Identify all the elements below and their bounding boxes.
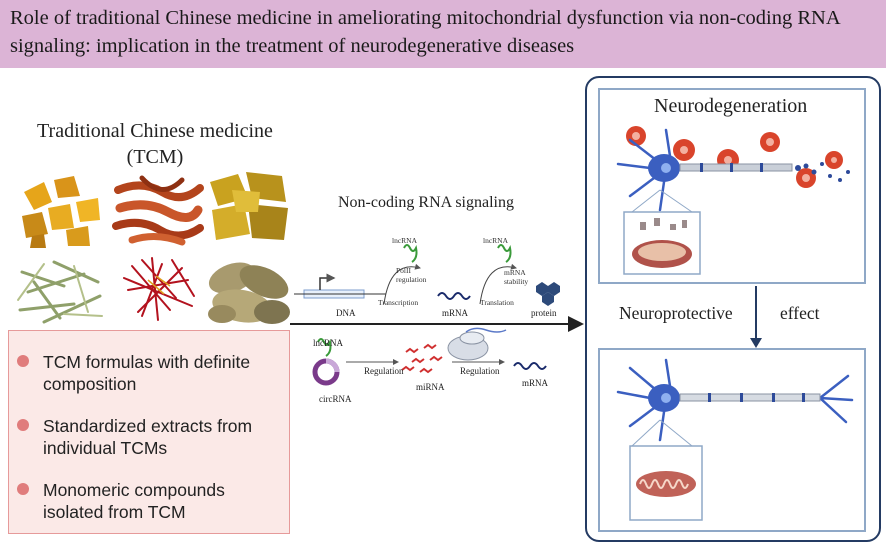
label-dna: DNA	[336, 308, 356, 318]
bullet-dot-icon	[17, 355, 29, 367]
healthy-mitochondrion-icon	[636, 471, 696, 497]
herb-image-red-roots	[112, 175, 204, 246]
label-mrna-stability-2: stability	[504, 277, 529, 286]
herb-image-yellow-slices	[22, 176, 100, 248]
lncrna-squiggle-icon	[497, 244, 512, 263]
label-regulation-2: Regulation	[460, 366, 500, 376]
tcm-heading-line-1: Traditional Chinese medicine	[37, 120, 273, 142]
herb-image-golden-slices	[210, 172, 288, 240]
neuroprotective-label: Neuroprotective	[619, 303, 733, 323]
tcm-category-item: Standardized extracts from individual TC…	[17, 415, 282, 459]
label-lncrna-2: lncRNA	[483, 236, 508, 245]
label-circrna: circRNA	[319, 394, 352, 404]
protein-cluster-icon	[536, 282, 560, 306]
label-mrna: mRNA	[442, 308, 469, 318]
neuron-comparison-frame	[585, 76, 881, 542]
herb-image-green-leaves	[17, 260, 103, 324]
tcm-category-item: TCM formulas with definite composition	[17, 351, 282, 395]
label-regulation-1: Regulation	[364, 366, 404, 376]
label-transcription: Transcription	[378, 298, 419, 307]
tcm-category-text: Monomeric compounds isolated from TCM	[43, 480, 225, 522]
ncrna-heading: Non-coding RNA signaling	[338, 194, 514, 211]
lncrna-squiggle-icon	[317, 338, 332, 357]
herb-image-saffron	[123, 257, 195, 321]
healthy-neuron-illustration	[616, 358, 854, 521]
label-translation: Translation	[480, 298, 514, 307]
tcm-category-box: TCM formulas with definite composition S…	[8, 330, 290, 534]
figure-title: Role of traditional Chinese medicine in …	[10, 7, 840, 57]
tcm-category-text: TCM formulas with definite composition	[43, 352, 251, 394]
tcm-category-item: Monomeric compounds isolated from TCM	[17, 479, 282, 523]
tcm-heading: Traditional Chinese medicine (TCM)	[20, 118, 290, 170]
label-lncrna-3: lncRNA	[313, 338, 343, 348]
neuroprotection-arrow-icon	[750, 286, 762, 348]
healthy-neuron-panel	[598, 348, 866, 532]
tcm-category-text: Standardized extracts from individual TC…	[43, 416, 253, 458]
tcm-heading-line-2: (TCM)	[126, 146, 184, 168]
label-polii-regulation: regulation	[396, 275, 427, 284]
label-mirna: miRNA	[416, 382, 445, 392]
herb-image-dried-leaves	[208, 262, 290, 324]
lncrna-squiggle-icon	[403, 244, 418, 263]
mrna-wave-icon	[513, 362, 547, 370]
promoter-arrow-icon	[319, 273, 336, 290]
mrna-wave-icon	[437, 292, 471, 300]
neurodegeneration-heading: Neurodegeneration	[654, 95, 808, 117]
label-polii: PolII	[396, 266, 411, 275]
bullet-dot-icon	[17, 483, 29, 495]
label-protein: protein	[531, 308, 557, 318]
title-banner: Role of traditional Chinese medicine in …	[0, 0, 886, 68]
degenerating-neuron-illustration	[616, 126, 850, 275]
label-mrna-stability-1: mRNA	[504, 268, 526, 277]
mirna-cluster-icon	[401, 343, 443, 374]
ncrna-pathway-diagram	[290, 244, 584, 386]
neurodegeneration-panel	[598, 88, 866, 284]
label-mrna-2: mRNA	[522, 378, 549, 388]
bullet-dot-icon	[17, 419, 29, 431]
label-lncrna: lncRNA	[392, 236, 417, 245]
effect-label: effect	[780, 303, 820, 323]
